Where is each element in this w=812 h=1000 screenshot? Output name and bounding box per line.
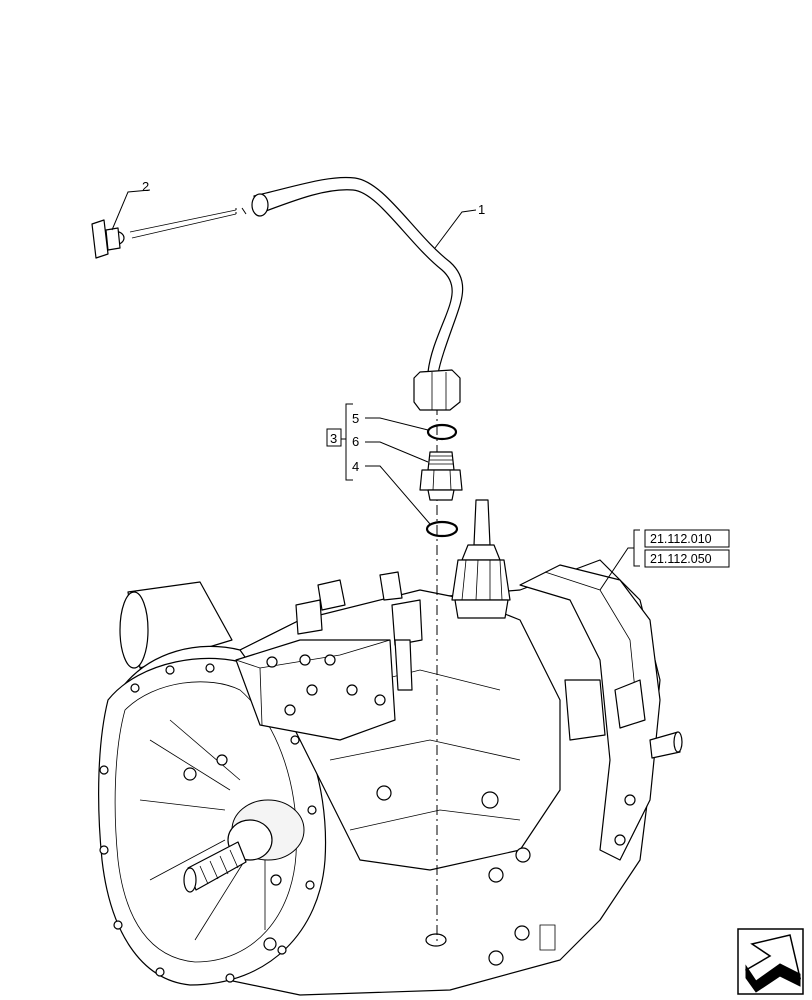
previous-page-arrow-icon[interactable] — [737, 928, 804, 995]
reference-label: 21.112.050 — [650, 552, 712, 566]
callout-item-3: 3 — [330, 431, 337, 446]
callout-item-4: 4 — [352, 459, 359, 474]
o-ring-part-4 — [425, 520, 459, 538]
reference-label: 21.112.010 — [650, 532, 712, 546]
cross-reference-21-112-050[interactable]: 21.112.050 — [644, 549, 730, 568]
adapter-fitting-part-6 — [419, 451, 463, 501]
kit-box-3 — [326, 428, 342, 447]
callout-item-1: 1 — [478, 202, 485, 217]
dipstick-part — [91, 207, 247, 259]
callout-item-5: 5 — [352, 411, 359, 426]
callout-item-6: 6 — [352, 434, 359, 449]
leader-lines — [111, 189, 640, 591]
cross-reference-21-112-010[interactable]: 21.112.010 — [644, 529, 730, 548]
transmission-assembly — [98, 499, 683, 996]
callout-item-2: 2 — [142, 179, 149, 194]
oil-pipe-part — [251, 176, 464, 411]
o-ring-part-5 — [426, 423, 458, 441]
